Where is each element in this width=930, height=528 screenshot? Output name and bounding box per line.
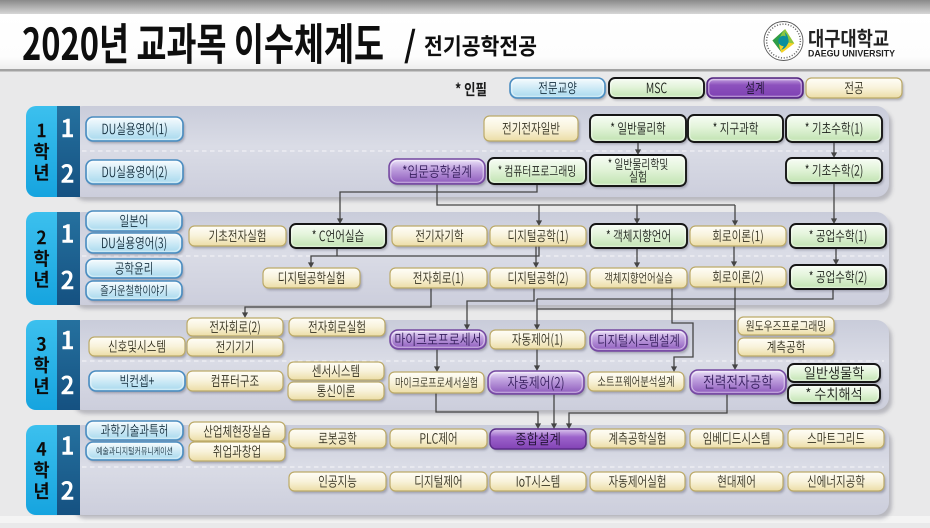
svg-text:DAEGU UNIVERSITY: DAEGU UNIVERSITY [808, 49, 896, 60]
